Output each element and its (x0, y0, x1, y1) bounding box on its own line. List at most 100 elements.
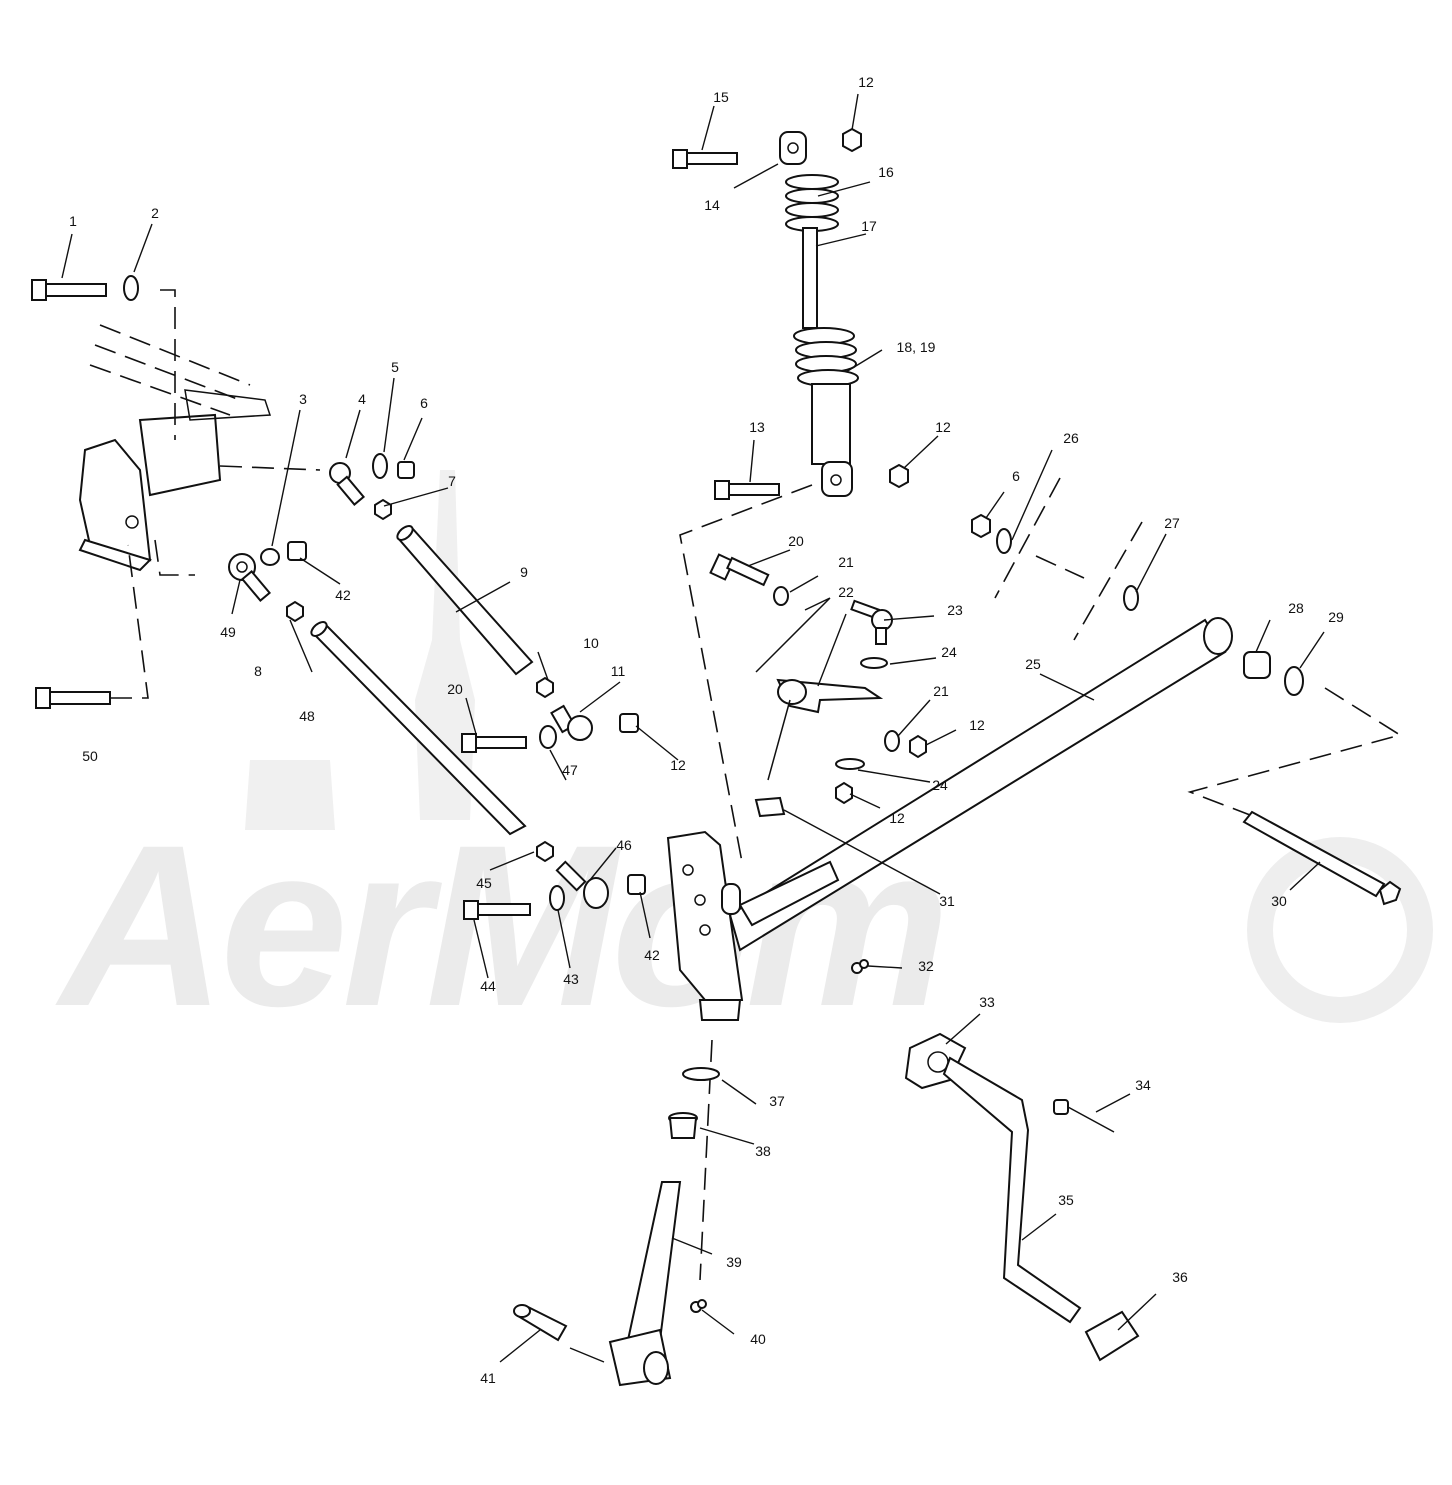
label-21-b: 21 (933, 683, 949, 699)
label-23: 23 (947, 602, 963, 618)
label-20-b: 20 (447, 681, 463, 697)
bolt-13 (714, 480, 780, 500)
rod-end-46 (555, 860, 609, 909)
label-10: 10 (583, 635, 599, 651)
brake-pedal-35 (904, 1032, 1082, 1324)
bushing-38 (668, 1112, 698, 1139)
shock-absorber (779, 131, 859, 497)
label-41: 41 (480, 1370, 496, 1386)
a-arm-25 (728, 617, 1233, 952)
label-3: 3 (299, 391, 307, 407)
label-50: 50 (82, 748, 98, 764)
nut-12d (835, 781, 853, 805)
label-37: 37 (769, 1093, 785, 1109)
label-6: 6 (420, 395, 428, 411)
callout-labels: 1 2 3 4 5 6 7 8 9 10 11 12 12 12 12 12 1… (69, 74, 1344, 1386)
nut-12 (619, 713, 639, 733)
nut-8 (286, 600, 304, 623)
bracket-22 (776, 678, 884, 714)
bushing-31 (754, 796, 786, 818)
washer-2 (123, 275, 139, 301)
ring-37 (682, 1067, 720, 1081)
label-12-a: 12 (670, 757, 686, 773)
label-42-b: 42 (644, 947, 660, 963)
spacer-3 (260, 548, 280, 566)
washer-43 (549, 885, 565, 911)
nut-10 (536, 676, 554, 699)
label-35: 35 (1058, 1192, 1074, 1208)
label-21-a: 21 (838, 554, 854, 570)
pin-34 (1053, 1099, 1115, 1133)
washer-26 (996, 528, 1012, 554)
bolt-20-upper (709, 553, 770, 587)
label-33: 33 (979, 994, 995, 1010)
label-38: 38 (755, 1143, 771, 1159)
nut-12c (909, 734, 927, 759)
nut-42 (287, 541, 307, 561)
label-45: 45 (476, 875, 492, 891)
label-44: 44 (480, 978, 496, 994)
label-32: 32 (918, 958, 934, 974)
label-17: 17 (861, 218, 877, 234)
assembly-line (1187, 687, 1402, 816)
label-7: 7 (448, 473, 456, 489)
nut-6 (397, 461, 415, 479)
label-25: 25 (1025, 656, 1041, 672)
label-36: 36 (1172, 1269, 1188, 1285)
rod-end-4 (329, 462, 366, 506)
washer-24b (835, 758, 865, 770)
label-30: 30 (1271, 893, 1287, 909)
assembly-line (160, 289, 176, 440)
leader-22 (755, 597, 831, 673)
nut-7 (374, 498, 392, 521)
label-20-a: 20 (788, 533, 804, 549)
label-11: 11 (611, 663, 626, 679)
label-5: 5 (391, 359, 399, 375)
label-12-b: 12 (858, 74, 874, 90)
bushing-28 (1243, 651, 1271, 679)
grease-fitting-32 (851, 959, 869, 974)
rod-end-49 (228, 553, 272, 602)
stud-23 (850, 599, 893, 645)
label-24-a: 24 (941, 644, 957, 660)
leader-lines (61, 93, 1325, 1363)
label-40: 40 (750, 1331, 766, 1347)
spindle-39 (608, 1181, 682, 1387)
label-49: 49 (220, 624, 236, 640)
label-16: 16 (878, 164, 894, 180)
frame-bracket (78, 324, 272, 572)
label-15: 15 (713, 89, 729, 105)
washer-47 (539, 725, 557, 749)
nut-42b (627, 874, 646, 895)
label-12-c: 12 (935, 419, 951, 435)
label-28: 28 (1288, 600, 1304, 616)
spindle-housing (666, 830, 744, 1021)
label-48: 48 (299, 708, 315, 724)
label-2: 2 (151, 205, 159, 221)
label-9: 9 (520, 564, 528, 580)
tie-rod-tube-9 (396, 525, 534, 676)
label-46: 46 (616, 837, 632, 853)
label-26: 26 (1063, 430, 1079, 446)
label-43: 43 (563, 971, 579, 987)
ring-29 (1284, 666, 1304, 696)
label-47: 47 (562, 762, 578, 778)
bolt-15 (672, 149, 738, 169)
assembly-line (994, 477, 1143, 641)
watermark-logo: AerMom (55, 470, 1433, 1054)
label-13: 13 (749, 419, 765, 435)
nut-12-top (842, 127, 862, 153)
assembly-line (679, 484, 813, 863)
label-1: 1 (69, 213, 77, 229)
label-31: 31 (939, 893, 955, 909)
label-14: 14 (704, 197, 720, 213)
label-18-19: 18, 19 (897, 339, 936, 355)
washer-21 (773, 586, 789, 606)
label-24-b: 24 (932, 777, 948, 793)
washer-21b (884, 730, 900, 752)
label-27: 27 (1164, 515, 1180, 531)
bolt-30 (1242, 810, 1402, 906)
bolt-50 (35, 544, 149, 709)
assembly-line (154, 465, 321, 576)
